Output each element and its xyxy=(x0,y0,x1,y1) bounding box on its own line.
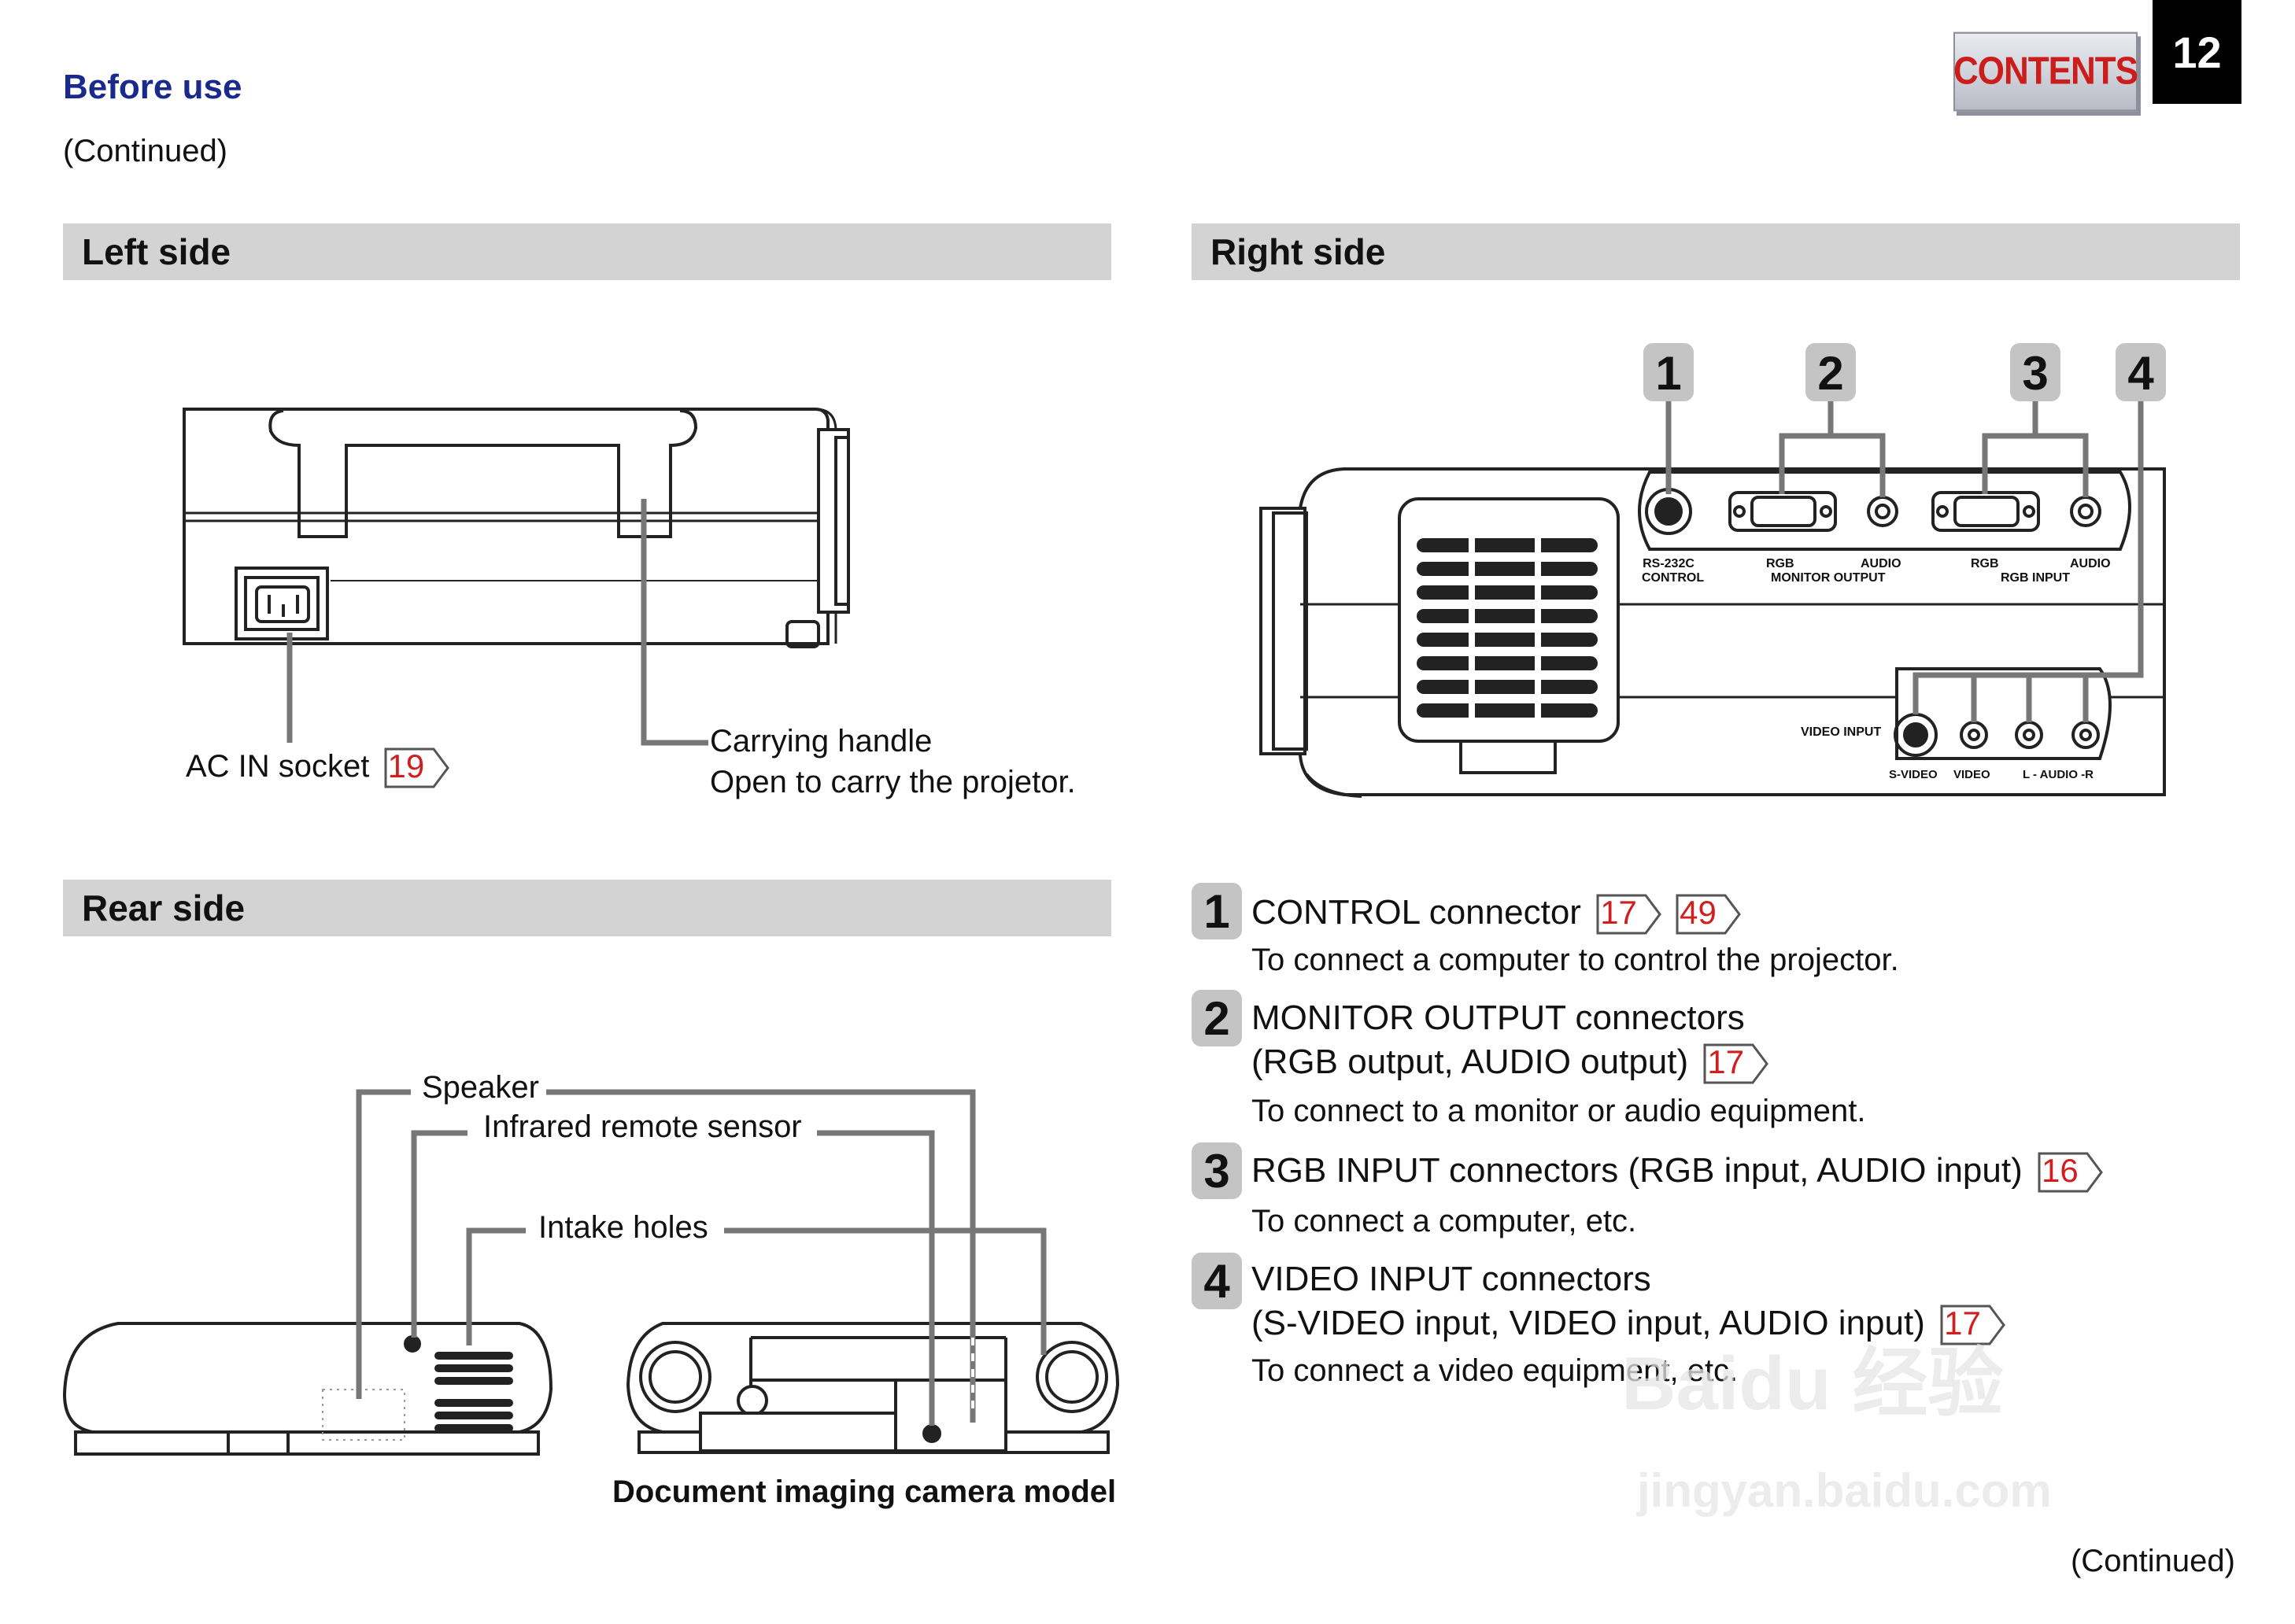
audio-in-label: AUDIO xyxy=(2070,557,2111,570)
rgb-input-label: RGB INPUT xyxy=(2001,571,2070,585)
monitor-output-label: MONITOR OUTPUT xyxy=(1771,571,1886,585)
item-2-title: MONITOR OUTPUT connectors xyxy=(1251,998,1745,1037)
item-4-desc: To connect a video equipment, etc. xyxy=(1251,1353,1739,1388)
ac-in-label: AC IN socket 19 xyxy=(186,746,449,789)
left-side-diagram xyxy=(183,408,850,746)
video-label: VIDEO xyxy=(1953,768,1990,781)
contents-button[interactable]: CONTENTS xyxy=(1953,31,2138,112)
ac-in-text: AC IN socket xyxy=(186,749,370,784)
rear-side-bar: Rear side xyxy=(63,880,1111,936)
item-4-badge: 4 xyxy=(1192,1253,1242,1309)
ref-arrow-icon xyxy=(2038,1152,2103,1193)
camera-model-caption: Document imaging camera model xyxy=(612,1475,1117,1509)
item-1-badge: 1 xyxy=(1192,883,1242,939)
ref-arrow-icon xyxy=(1676,894,1742,935)
page-ref-17[interactable]: 17 xyxy=(1595,893,1662,936)
page-ref-19[interactable]: 19 xyxy=(383,747,449,789)
item-4-title2: (S-VIDEO input, VIDEO input, AUDIO input… xyxy=(1251,1301,2005,1346)
speaker-label: Speaker xyxy=(422,1070,539,1105)
item-3-title: RGB INPUT connectors (RGB input, AUDIO i… xyxy=(1251,1149,2103,1194)
callout-3: 3 xyxy=(2022,347,2049,400)
ref-arrow-icon xyxy=(1703,1043,1769,1084)
handle-desc: Open to carry the projetor. xyxy=(710,765,1076,799)
continued-note: (Continued) xyxy=(63,134,228,168)
item-2-desc: To connect to a monitor or audio equipme… xyxy=(1251,1094,1866,1128)
page-ref-16[interactable]: 16 xyxy=(2037,1151,2103,1194)
item-4-title: VIDEO INPUT connectors xyxy=(1251,1260,1651,1298)
ref-arrow-icon xyxy=(384,747,449,788)
item-2-title2: (RGB output, AUDIO output) 17 xyxy=(1251,1040,1769,1085)
right-side-bar: Right side xyxy=(1192,223,2240,280)
right-side-diagram xyxy=(1259,343,2166,798)
ref-arrow-icon xyxy=(1596,894,1662,935)
ref-arrow-icon xyxy=(1940,1305,2005,1345)
intake-label: Intake holes xyxy=(538,1210,708,1245)
left-side-title: Left side xyxy=(82,231,231,272)
item-1-title: CONTROL connector 17 49 xyxy=(1251,891,1742,936)
item-3-desc: To connect a computer, etc. xyxy=(1251,1204,1637,1238)
right-side-title: Right side xyxy=(1210,231,1386,272)
callout-4: 4 xyxy=(2127,347,2154,400)
l-audio-r-label: L - AUDIO -R xyxy=(2023,768,2094,781)
baidu-watermark-url: jingyan.baidu.com xyxy=(1637,1464,2052,1517)
video-input-label: VIDEO INPUT xyxy=(1801,725,1882,739)
audio-out-label: AUDIO xyxy=(1861,557,1901,570)
svideo-label: S-VIDEO xyxy=(1889,768,1938,781)
item-4-title2-text: (S-VIDEO input, VIDEO input, AUDIO input… xyxy=(1251,1304,1925,1342)
page-ref-49[interactable]: 49 xyxy=(1675,893,1742,936)
rgb-in-label: RGB xyxy=(1971,557,1999,570)
continued-footer: (Continued) xyxy=(2070,1544,2235,1578)
item-1-title-text: CONTROL connector xyxy=(1251,893,1581,932)
item-1-desc: To connect a computer to control the pro… xyxy=(1251,943,1899,977)
callout-1: 1 xyxy=(1655,347,1682,400)
page-ref-17[interactable]: 17 xyxy=(1939,1304,2005,1346)
handle-label: Carrying handle xyxy=(710,724,933,758)
callout-2: 2 xyxy=(1817,347,1844,400)
page-number: 12 xyxy=(2153,0,2241,104)
item-2-title2-text: (RGB output, AUDIO output) xyxy=(1251,1043,1689,1081)
rear-side-diagram xyxy=(62,1089,1120,1456)
ir-sensor-label: Infrared remote sensor xyxy=(483,1109,802,1144)
page-ref-17[interactable]: 17 xyxy=(1702,1043,1769,1085)
item-2-badge: 2 xyxy=(1192,990,1242,1046)
left-side-bar: Left side xyxy=(63,223,1111,280)
item-3-title-text: RGB INPUT connectors (RGB input, AUDIO i… xyxy=(1251,1151,2023,1190)
rear-side-title: Rear side xyxy=(82,888,246,928)
rgb-out-label: RGB xyxy=(1766,557,1794,570)
section-heading: Before use xyxy=(63,68,242,106)
item-3-badge: 3 xyxy=(1192,1142,1242,1199)
